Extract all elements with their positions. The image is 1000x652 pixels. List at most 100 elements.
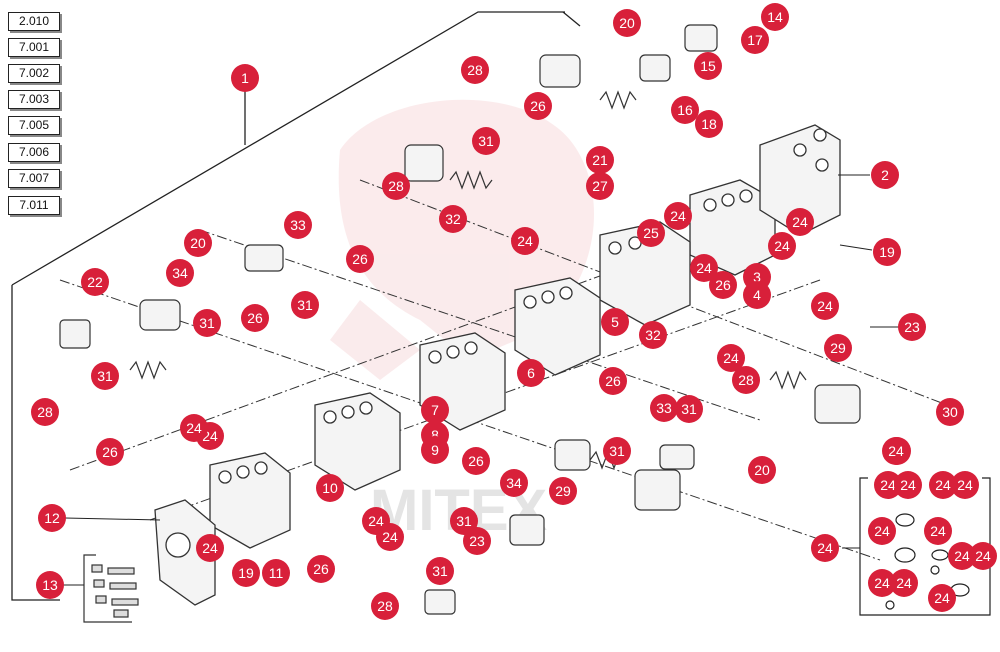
callout-24[interactable]: 24	[928, 584, 956, 612]
callout-26[interactable]: 26	[599, 367, 627, 395]
callout-24[interactable]: 24	[890, 569, 918, 597]
callout-26[interactable]: 26	[709, 271, 737, 299]
callout-14[interactable]: 14	[761, 3, 789, 31]
callout-34[interactable]: 34	[166, 259, 194, 287]
callout-18[interactable]: 18	[695, 110, 723, 138]
callout-24[interactable]: 24	[874, 471, 902, 499]
reference-2-010[interactable]: 2.010	[8, 12, 60, 31]
callout-31[interactable]: 31	[193, 309, 221, 337]
callout-24[interactable]: 24	[376, 523, 404, 551]
callout-24[interactable]: 24	[929, 471, 957, 499]
callout-23-bottom[interactable]: 23	[463, 527, 491, 555]
callout-1[interactable]: 1	[231, 64, 259, 92]
callout-31[interactable]: 31	[450, 507, 478, 535]
svg-text:9: 9	[431, 442, 439, 458]
callout-21[interactable]: 21	[586, 146, 614, 174]
callout-24[interactable]: 24	[868, 569, 896, 597]
reference-7-005[interactable]: 7.005	[8, 116, 60, 135]
callout-25[interactable]: 25	[637, 219, 665, 247]
callout-31[interactable]: 31	[675, 395, 703, 423]
callout-24[interactable]: 24	[180, 414, 208, 442]
callout-33[interactable]: 33	[284, 211, 312, 239]
callout-20-left[interactable]: 20	[184, 229, 212, 257]
callout-24[interactable]: 24	[868, 517, 896, 545]
callout-24[interactable]: 24	[811, 292, 839, 320]
callout-12[interactable]: 12	[38, 504, 66, 532]
callout-24[interactable]: 24	[948, 542, 976, 570]
svg-text:24: 24	[957, 477, 973, 493]
callout-28[interactable]: 28	[732, 366, 760, 394]
callout-10[interactable]: 10	[316, 474, 344, 502]
callout-13[interactable]: 13	[36, 571, 64, 599]
reference-7-007[interactable]: 7.007	[8, 169, 60, 188]
callout-29[interactable]: 29	[549, 477, 577, 505]
callout-19-top[interactable]: 19	[873, 238, 901, 266]
reference-7-001[interactable]: 7.001	[8, 38, 60, 57]
svg-text:6: 6	[527, 365, 535, 381]
callout-31[interactable]: 31	[91, 362, 119, 390]
callout-11[interactable]: 11	[262, 559, 290, 587]
callout-26[interactable]: 26	[241, 304, 269, 332]
callout-9[interactable]: 9	[421, 436, 449, 464]
reference-7-011[interactable]: 7.011	[8, 196, 60, 215]
callout-24[interactable]: 24	[951, 471, 979, 499]
callout-2[interactable]: 2	[871, 161, 899, 189]
callout-30[interactable]: 30	[936, 398, 964, 426]
svg-text:24: 24	[874, 523, 890, 539]
callout-16[interactable]: 16	[671, 96, 699, 124]
callout-5[interactable]: 5	[601, 308, 629, 336]
callout-24[interactable]: 24	[924, 517, 952, 545]
callout-33[interactable]: 33	[650, 394, 678, 422]
callout-31[interactable]: 31	[472, 127, 500, 155]
svg-text:12: 12	[44, 510, 60, 526]
callout-26[interactable]: 26	[307, 555, 335, 583]
svg-text:26: 26	[530, 98, 546, 114]
callout-23-right[interactable]: 23	[898, 313, 926, 341]
callout-20-right[interactable]: 20	[748, 456, 776, 484]
callout-31[interactable]: 31	[291, 291, 319, 319]
callout-28[interactable]: 28	[371, 592, 399, 620]
callout-24[interactable]: 24	[768, 232, 796, 260]
callout-26[interactable]: 26	[346, 245, 374, 273]
svg-text:22: 22	[87, 274, 103, 290]
callout-29[interactable]: 29	[824, 334, 852, 362]
callout-26[interactable]: 26	[96, 438, 124, 466]
callout-6[interactable]: 6	[517, 359, 545, 387]
callout-31[interactable]: 31	[426, 557, 454, 585]
callout-22[interactable]: 22	[81, 268, 109, 296]
callout-4[interactable]: 4	[743, 281, 771, 309]
callout-27[interactable]: 27	[586, 172, 614, 200]
callout-15[interactable]: 15	[694, 52, 722, 80]
reference-7-006[interactable]: 7.006	[8, 143, 60, 162]
callout-24[interactable]: 24	[969, 542, 997, 570]
svg-text:24: 24	[670, 208, 686, 224]
callout-24[interactable]: 24	[196, 534, 224, 562]
callout-24[interactable]: 24	[882, 437, 910, 465]
svg-text:28: 28	[388, 178, 404, 194]
callout-17[interactable]: 17	[741, 26, 769, 54]
callout-24[interactable]: 24	[786, 208, 814, 236]
callout-28[interactable]: 28	[382, 172, 410, 200]
svg-text:19: 19	[238, 565, 254, 581]
callout-24[interactable]: 24	[664, 202, 692, 230]
callout-26[interactable]: 26	[524, 92, 552, 120]
callout-26[interactable]: 26	[462, 447, 490, 475]
callout-32[interactable]: 32	[639, 321, 667, 349]
callout-34[interactable]: 34	[500, 469, 528, 497]
callout-20-top[interactable]: 20	[613, 9, 641, 37]
callout-24[interactable]: 24	[511, 227, 539, 255]
callout-28[interactable]: 28	[461, 56, 489, 84]
callout-32[interactable]: 32	[439, 205, 467, 233]
valve-section-3	[689, 179, 776, 276]
callout-24[interactable]: 24	[894, 471, 922, 499]
callout-24[interactable]: 24	[690, 254, 718, 282]
callout-24[interactable]: 24	[717, 344, 745, 372]
callout-7[interactable]: 7	[421, 396, 449, 424]
callout-24[interactable]: 24	[811, 534, 839, 562]
callout-31[interactable]: 31	[603, 437, 631, 465]
assembly-outline	[11, 11, 581, 601]
callout-28[interactable]: 28	[31, 398, 59, 426]
reference-7-002[interactable]: 7.002	[8, 64, 60, 83]
reference-7-003[interactable]: 7.003	[8, 90, 60, 109]
callout-19-bottom[interactable]: 19	[232, 559, 260, 587]
